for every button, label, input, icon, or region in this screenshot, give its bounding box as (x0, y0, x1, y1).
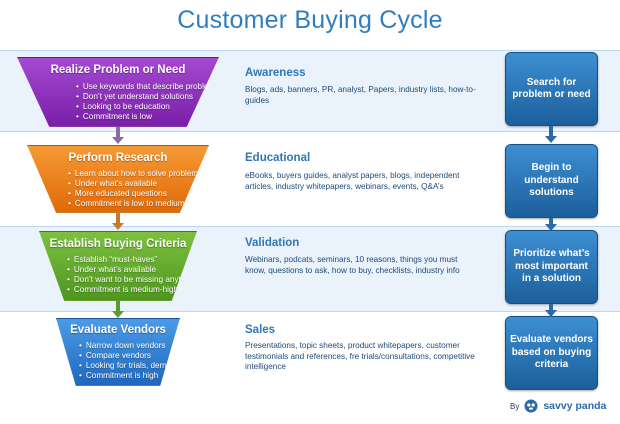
bullet: Commitment is high (79, 371, 179, 381)
stage-name-awareness: Awareness (245, 67, 306, 79)
arrow-down-icon (545, 304, 557, 317)
action-text: Begin to understand solutions (524, 162, 579, 199)
arrow-down-icon (545, 218, 557, 231)
funnel-buying-criteria: Establish Buying Criteria Establish “mus… (39, 231, 197, 301)
funnel-bullets: Learn about how to solve problem Under w… (68, 169, 208, 209)
page-title: Customer Buying Cycle (177, 6, 443, 34)
stage-name-educational: Educational (245, 152, 311, 164)
funnel-realize-problem: Realize Problem or Need Use keywords tha… (17, 57, 219, 127)
bullet: Establish “must-haves” (67, 255, 196, 265)
action-text: Evaluate vendors based on buying criteri… (510, 334, 593, 371)
bullet: Under what’s available (67, 265, 196, 275)
arrow-down-icon (545, 126, 557, 143)
action-box-prioritize: Prioritize what’s most important in a so… (505, 230, 598, 304)
funnel-evaluate-vendors: Evaluate Vendors Narrow down vendors Com… (56, 318, 180, 386)
bullet: Narrow down vendors (79, 341, 179, 351)
funnel-perform-research: Perform Research Learn about how to solv… (27, 145, 209, 213)
arrow-down-icon (112, 213, 124, 230)
action-text: Prioritize what’s most important in a so… (513, 248, 590, 285)
action-box-understand: Begin to understand solutions (505, 144, 598, 218)
bullet: Use keywords that describe problem (76, 82, 218, 92)
funnel-bullets: Establish “must-haves” Under what’s avai… (67, 255, 196, 295)
stage-desc-sales: Presentations, topic sheets, product whi… (245, 341, 475, 371)
bullet: Looking to be education (76, 102, 218, 112)
bullet: Commitment is medium-high (67, 285, 196, 295)
stage-name-validation: Validation (245, 237, 300, 249)
stage-desc-awareness: Blogs, ads, banners, PR, analyst, Papers… (245, 85, 476, 105)
funnel-title: Perform Research (68, 152, 168, 164)
arrow-down-icon (112, 301, 124, 318)
stage-desc-validation: Webinars, podcats, seminars, 10 reasons,… (245, 255, 460, 275)
stage-desc-educational: eBooks, buyers guides, analyst papers, b… (245, 171, 460, 191)
bullet: Looking for trials, demos (79, 361, 179, 371)
bullet: Compare vendors (79, 351, 179, 361)
bullet: Don’t yet understand solutions (76, 92, 218, 102)
bullet: Don’t want to be missing anything (67, 275, 196, 285)
bullet: Commitment is low to medium (68, 199, 208, 209)
funnel-title: Realize Problem or Need (50, 64, 186, 76)
arrow-down-icon (112, 127, 124, 144)
stage-name-sales: Sales (245, 324, 276, 336)
bullet: More educated questions (68, 189, 208, 199)
funnel-title: Evaluate Vendors (70, 324, 166, 336)
action-box-search: Search for problem or need (505, 52, 598, 126)
funnel-title: Establish Buying Criteria (49, 238, 187, 250)
funnel-bullets: Use keywords that describe problem Don’t… (76, 82, 218, 122)
credit-by: By (510, 401, 520, 411)
credit-brand: savvy panda (543, 400, 607, 412)
bullet: Learn about how to solve problem (68, 169, 208, 179)
bullet: Commitment is low (76, 112, 218, 122)
bullet: Under what’s available (68, 179, 208, 189)
action-box-evaluate: Evaluate vendors based on buying criteri… (505, 316, 598, 390)
action-text: Search for problem or need (512, 76, 591, 101)
panda-logo-icon (524, 399, 538, 413)
credit: By savvy panda (510, 399, 606, 413)
funnel-bullets: Narrow down vendors Compare vendors Look… (79, 341, 179, 381)
